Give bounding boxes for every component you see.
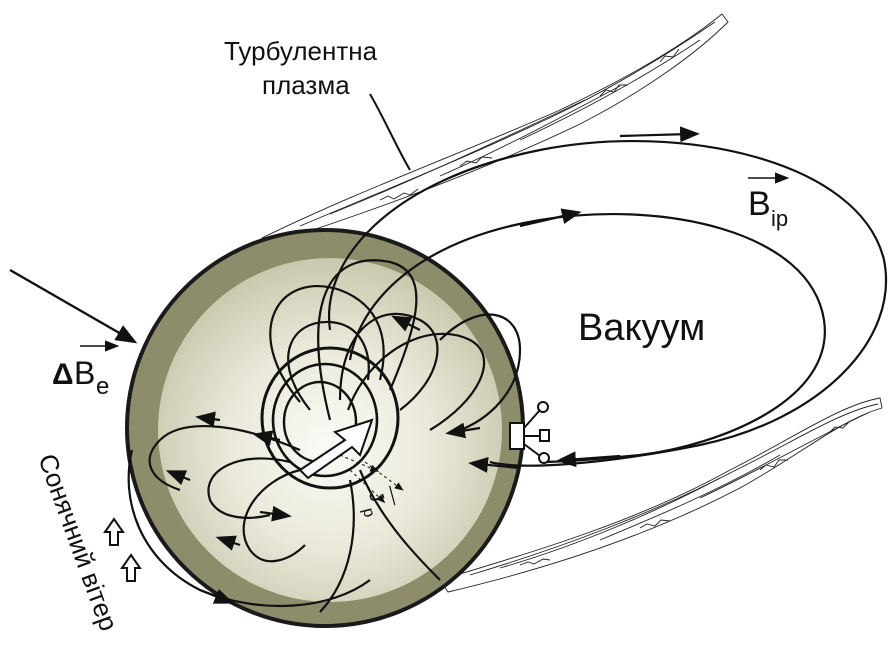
delta-be-label: Δ B e — [52, 346, 112, 400]
delta-be-main: B — [74, 355, 95, 391]
inner-field-loop-arrow — [520, 214, 572, 226]
turbulent-plasma-pointer — [370, 94, 410, 170]
b-ip-main: B — [748, 185, 771, 223]
solar-wind-arrows — [105, 519, 140, 581]
wind-arrow-icon-2 — [122, 555, 140, 581]
turbulent-plasma-label-line2: плазма — [262, 70, 350, 100]
outer-field-loop-arrow — [620, 134, 690, 136]
wind-arrow-icon-1 — [105, 519, 123, 545]
vacuum-label: Вакуум — [578, 307, 705, 349]
delta-be-delta: Δ — [52, 358, 74, 391]
b-ip-sub: ip — [771, 206, 788, 231]
turbulent-plasma-label-line1: Турбулентна — [224, 36, 378, 66]
delta-be-arrow — [10, 270, 128, 338]
b-ip-label: B ip — [748, 178, 788, 231]
delta-be-sub: e — [96, 373, 109, 400]
